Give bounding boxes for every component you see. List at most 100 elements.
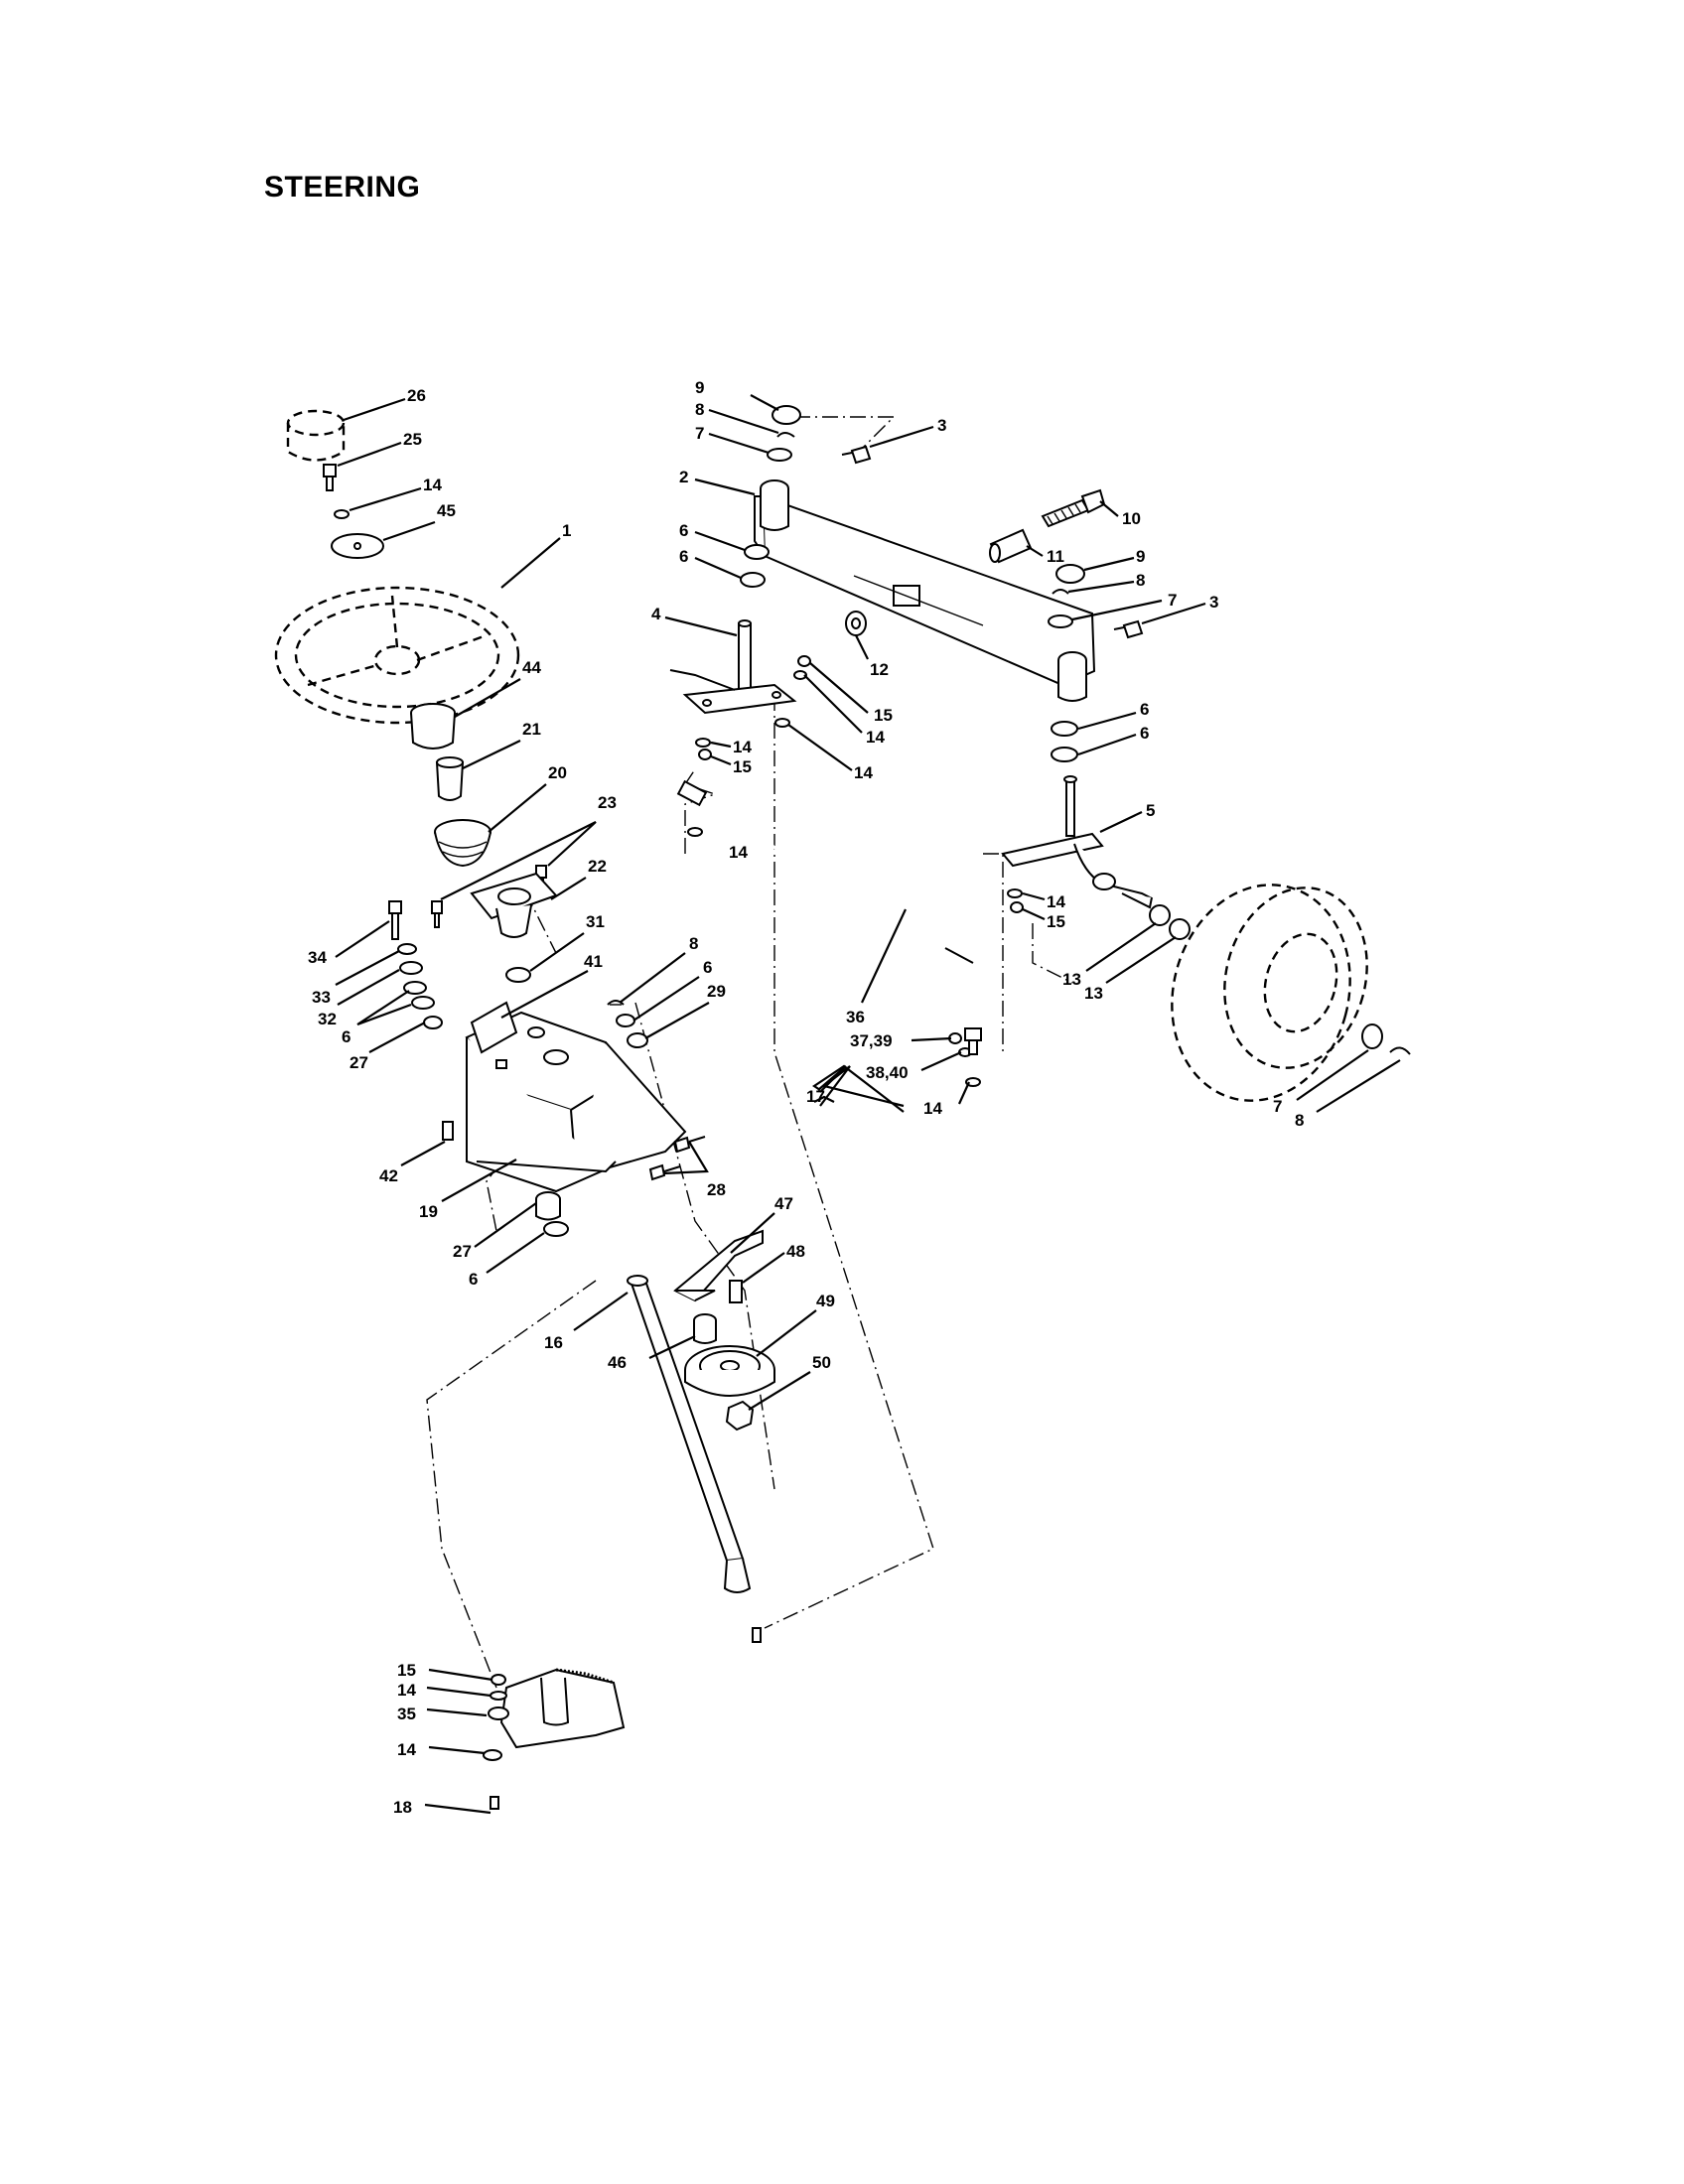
bolt-34 xyxy=(388,900,402,940)
callout-49: 49 xyxy=(816,1292,835,1310)
washer-14-tierod-right xyxy=(965,1077,981,1087)
callout-labels: 26 25 14 45 1 44 21 20 23 22 34 31 33 32… xyxy=(308,378,1304,1817)
callout-10: 10 xyxy=(1122,509,1141,528)
callout-16: 16 xyxy=(544,1333,563,1352)
washer-14-lower-b xyxy=(483,1749,502,1761)
callout-21: 21 xyxy=(522,720,541,739)
callout-14: 14 xyxy=(397,1740,416,1759)
bushing-29 xyxy=(627,1032,648,1048)
spindle-4 xyxy=(669,619,797,715)
callout-20: 20 xyxy=(548,763,567,782)
callout-42: 42 xyxy=(379,1166,398,1185)
callout-9: 9 xyxy=(695,378,704,397)
retainer-8-axle-left xyxy=(776,432,795,438)
callout-35: 35 xyxy=(397,1705,416,1723)
spacer-27-top xyxy=(423,1016,443,1029)
callout-6: 6 xyxy=(1140,724,1149,743)
callout-25: 25 xyxy=(403,430,422,449)
washer-7-wheel xyxy=(1361,1024,1383,1049)
callout-4: 4 xyxy=(651,605,661,623)
washer-14-spindle-drop xyxy=(774,718,790,728)
washer-13-b xyxy=(1169,918,1191,940)
callout-14: 14 xyxy=(423,476,442,494)
callout-3: 3 xyxy=(937,416,946,435)
callout-48: 48 xyxy=(786,1242,805,1261)
washer-14-top xyxy=(334,509,350,519)
idler-bracket-47 xyxy=(673,1229,764,1302)
steering-shaft-16 xyxy=(627,1275,752,1593)
callout-36: 36 xyxy=(846,1008,865,1026)
bracket-22 xyxy=(470,872,558,938)
callout-8: 8 xyxy=(695,400,704,419)
callout-3: 3 xyxy=(1209,593,1218,612)
callout-26: 26 xyxy=(407,386,426,405)
callout-46: 46 xyxy=(608,1353,627,1372)
callout-41: 41 xyxy=(584,952,603,971)
callout-7: 7 xyxy=(695,424,704,443)
callout-6: 6 xyxy=(469,1270,478,1289)
callout-38,40: 38,40 xyxy=(866,1063,909,1082)
washer-14-spindle-right xyxy=(1007,888,1023,898)
front-wheel xyxy=(1171,884,1368,1102)
callout-34: 34 xyxy=(308,948,327,967)
washer-6-left xyxy=(616,1014,635,1027)
nut-15-spindle-right xyxy=(1010,901,1024,913)
spacer-46 xyxy=(693,1313,717,1344)
callout-9: 9 xyxy=(1136,547,1145,566)
bolt-42 xyxy=(442,1121,454,1141)
callout-6: 6 xyxy=(342,1027,351,1046)
callout-14: 14 xyxy=(729,843,748,862)
washer-7-left xyxy=(767,448,792,462)
callout-6: 6 xyxy=(703,958,712,977)
washer-14-right-bolt xyxy=(793,670,807,680)
spacer-35 xyxy=(488,1706,509,1720)
callout-6: 6 xyxy=(679,547,688,566)
callout-14: 14 xyxy=(866,728,885,747)
callout-12: 12 xyxy=(870,660,889,679)
callout-27: 27 xyxy=(350,1053,368,1072)
retainer-8-axle-right xyxy=(1052,589,1069,595)
sector-gear-35 xyxy=(499,1668,626,1749)
cap-9-left xyxy=(772,405,801,425)
retainer-8-left xyxy=(607,1000,625,1006)
callout-29: 29 xyxy=(707,982,726,1001)
callout-15: 15 xyxy=(1047,912,1065,931)
washer-6-spindle-lower xyxy=(1051,747,1078,762)
washer-33 xyxy=(397,943,417,955)
callout-6: 6 xyxy=(679,521,688,540)
washer-32 xyxy=(399,961,423,975)
washer-6-spindle-upper xyxy=(1051,721,1078,737)
callout-11: 11 xyxy=(1047,547,1064,566)
callout-33: 33 xyxy=(312,988,331,1007)
grease-fitting-3-right xyxy=(1113,619,1144,639)
washer-12 xyxy=(845,611,867,636)
callout-14: 14 xyxy=(854,763,873,782)
page-title: STEERING xyxy=(264,171,421,204)
washer-6-bottom xyxy=(543,1221,569,1237)
bolts-28 xyxy=(648,1136,706,1181)
callout-13: 13 xyxy=(1084,984,1103,1003)
callout-7: 7 xyxy=(1273,1097,1282,1116)
callout-50: 50 xyxy=(812,1353,831,1372)
washer-14-spindle-left-a xyxy=(695,738,711,748)
callout-47: 47 xyxy=(774,1194,793,1213)
nut-50 xyxy=(725,1400,755,1432)
nut-15-lower xyxy=(491,1674,506,1686)
callout-7: 7 xyxy=(1168,591,1177,610)
nut-15-spindle-left xyxy=(698,749,712,760)
callout-32: 32 xyxy=(318,1010,337,1028)
bolt-10 xyxy=(1041,488,1106,528)
grease-fitting-3-left xyxy=(841,445,872,465)
steering-wheel-1 xyxy=(274,586,520,725)
spacer-27-bottom xyxy=(535,1191,561,1221)
washer-6-axle-lower xyxy=(740,572,766,588)
washer-13-a xyxy=(1149,904,1171,926)
ball-joint xyxy=(964,1027,982,1055)
callout-31: 31 xyxy=(586,912,605,931)
screw-25 xyxy=(323,464,337,491)
washer-6-pair-upper xyxy=(403,981,427,995)
bolt-48 xyxy=(729,1280,743,1303)
washer-14-lower-a xyxy=(490,1691,507,1701)
callout-27: 27 xyxy=(453,1242,472,1261)
bushing-11 xyxy=(989,528,1033,564)
